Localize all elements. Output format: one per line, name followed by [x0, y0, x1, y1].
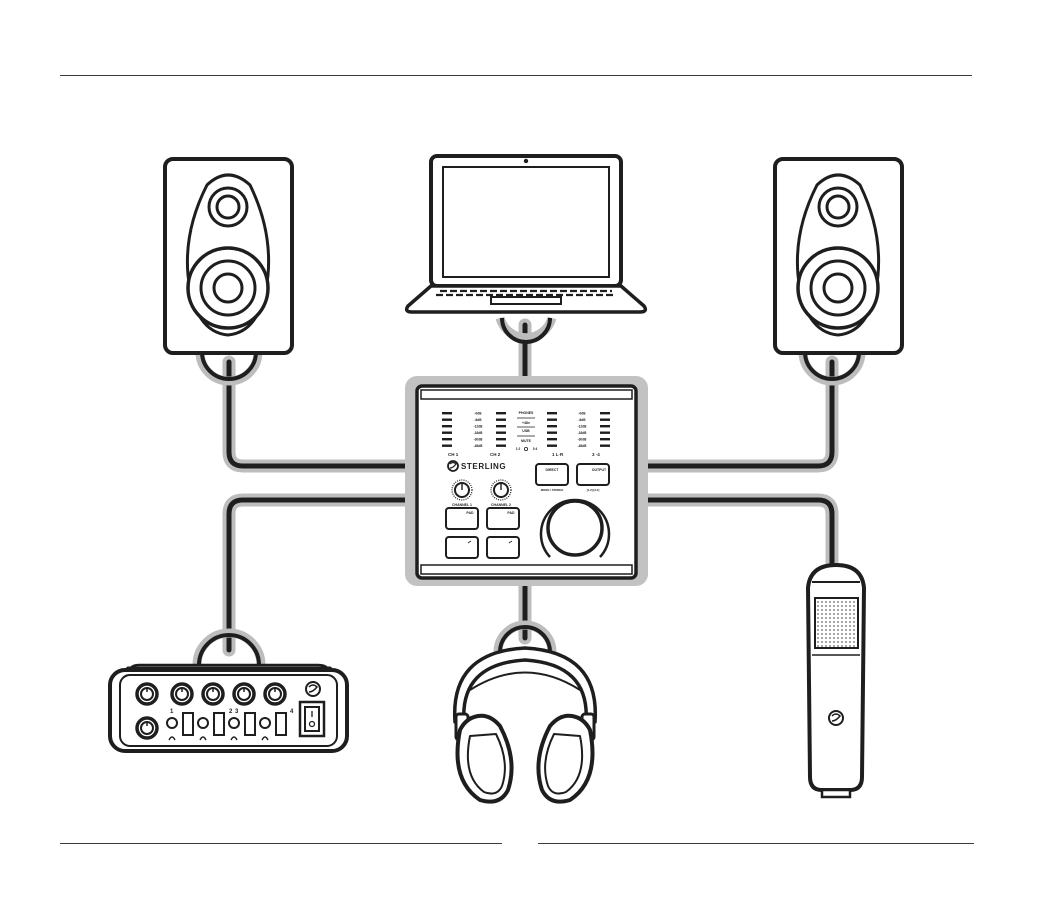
input-meter-led	[496, 445, 506, 447]
headphones	[455, 648, 596, 802]
sterling-logo: STERLING	[448, 461, 506, 471]
channel1-pad-button[interactable]: PAD	[446, 508, 478, 529]
headphone-amp: 1 2 3 4	[110, 665, 347, 751]
phantom-indicator: +48v	[522, 421, 530, 425]
channel2-gain-knob[interactable]	[491, 480, 511, 500]
input-meter-led	[442, 432, 452, 434]
amp-channel-switch[interactable]	[183, 713, 193, 735]
input-meter-led	[442, 445, 452, 447]
laptop	[407, 156, 646, 312]
input-meter-db-label: -12dB	[474, 425, 484, 429]
power-switch[interactable]	[300, 702, 324, 736]
microphone	[808, 565, 864, 797]
input-meter-led	[442, 438, 452, 440]
pad-label: PAD	[466, 511, 474, 515]
output-meter-db-label: -48dB	[578, 444, 588, 448]
mute-12-label: 1·2	[516, 447, 521, 451]
brand-name: STERLING	[461, 462, 506, 471]
input-meter-led	[496, 419, 506, 421]
channel1-label: CHANNEL 1	[452, 503, 472, 507]
input-meter-db-label: -48dB	[474, 444, 484, 448]
mic-grille	[815, 598, 858, 648]
channel1-inst-button[interactable]	[446, 537, 478, 558]
input-meter-db-label: -30dB	[474, 438, 484, 442]
output-label: OUTPUT	[592, 468, 607, 472]
output-meter-led	[600, 432, 610, 434]
output-meter-led	[547, 412, 557, 414]
out34-meter-label: 3 ·4	[592, 452, 600, 457]
mute-34-label: 3·4	[533, 447, 538, 451]
headphone-jack-icon[interactable]	[198, 718, 208, 728]
input-meter-db-label: -6dB	[474, 418, 482, 422]
trackpad	[491, 297, 561, 304]
channel2-label: CHANNEL 2	[491, 503, 511, 507]
audio-interface: -0dB -6dB -12dB -18dB -30dB -48dB -0dB -6dB -12…	[405, 376, 648, 586]
input-meter-led	[442, 412, 452, 414]
output-caption: [1·2] [3·4]	[587, 488, 600, 492]
output-meter-led	[600, 419, 610, 421]
output-meter-led	[600, 425, 610, 427]
speaker-right	[775, 159, 902, 353]
input-meter-db-label: -0dB	[474, 412, 482, 416]
amp-channel-switch[interactable]	[276, 713, 286, 735]
output-meter-db-label: -6dB	[578, 418, 586, 422]
headphone-jack-icon[interactable]	[167, 718, 177, 728]
input-meter-led	[496, 438, 506, 440]
pad-label: PAD	[507, 511, 515, 515]
input-meter-led	[496, 412, 506, 414]
direct-button[interactable]: DIRECT	[536, 464, 568, 485]
usb-indicator: USB	[522, 429, 530, 433]
amp-channel-switch[interactable]	[245, 713, 255, 735]
output-meter-led	[547, 432, 557, 434]
direct-caption: MONO / STEREO	[541, 488, 564, 492]
channel1-gain-knob[interactable]	[452, 480, 472, 500]
direct-label: DIRECT	[545, 468, 559, 472]
amp-logo-icon	[306, 682, 320, 696]
channel2-pad-button[interactable]: PAD	[487, 508, 519, 529]
ch2-meter-label: CH 2	[490, 452, 501, 457]
output-meter-db-label: -18dB	[578, 431, 588, 435]
output-button[interactable]: OUTPUT	[577, 464, 609, 485]
output-meter-db-label: -30dB	[578, 438, 588, 442]
input-meter-db-label: -18dB	[474, 431, 484, 435]
ch1-meter-label: CH 1	[448, 452, 459, 457]
headphone-jack-icon[interactable]	[229, 718, 239, 728]
headphone-jack-icon[interactable]	[260, 718, 270, 728]
mute-indicator: MUTE	[521, 439, 532, 443]
output-meter-led	[600, 445, 610, 447]
phones-indicator: PHONES	[519, 411, 534, 415]
output-meter-led	[547, 438, 557, 440]
out12-meter-label: 1 L·R	[552, 452, 564, 457]
mic-logo-icon	[829, 711, 843, 725]
input-meter-led	[496, 425, 506, 427]
output-meter-led	[600, 438, 610, 440]
input-meter-led	[496, 432, 506, 434]
output-meter-led	[547, 445, 557, 447]
output-meter-db-label: -0dB	[578, 412, 586, 416]
channel2-inst-button[interactable]	[487, 537, 519, 558]
output-meter-led	[600, 412, 610, 414]
input-meter-led	[442, 425, 452, 427]
speaker-left	[165, 159, 292, 353]
output-meter-led	[547, 425, 557, 427]
input-meter-led	[442, 419, 452, 421]
output-meter-db-label: -12dB	[578, 425, 588, 429]
webcam-icon	[524, 159, 528, 163]
amp-channel-switch[interactable]	[214, 713, 224, 735]
output-meter-led	[547, 419, 557, 421]
